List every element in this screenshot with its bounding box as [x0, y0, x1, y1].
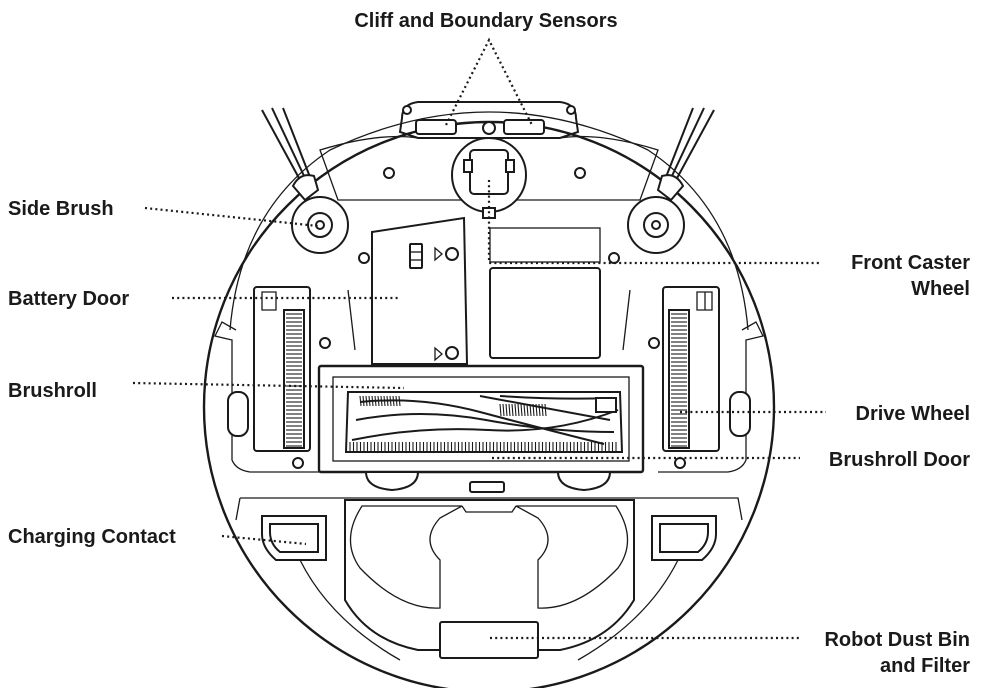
caster-axle-right [505, 159, 515, 173]
screw-hole-low-left [319, 337, 331, 349]
battery-arrow-top [434, 246, 443, 262]
side-brush-right [627, 107, 715, 254]
screw-hole-left [383, 167, 395, 179]
drive-wheel-right [662, 286, 720, 452]
dust-bin-body [344, 499, 635, 651]
leader-lines [132, 37, 826, 640]
cliff-sensor-right [503, 119, 545, 135]
door-latch-left [364, 471, 420, 492]
label-battery-door: Battery Door [8, 288, 129, 310]
robot-inner-rim [229, 111, 749, 331]
right-side-contour [658, 321, 764, 473]
label-front-caster-line2: Wheel [911, 278, 970, 300]
center-sensor-hole [482, 121, 496, 135]
brushroll [344, 391, 624, 453]
screw-hole-top-left [402, 105, 412, 115]
leader-brushroll [132, 381, 405, 390]
center-panel-upper [489, 227, 601, 263]
label-cliff-sensors: Cliff and Boundary Sensors [354, 10, 617, 32]
dust-bin-lower-shell [240, 497, 743, 521]
leader-charging-contact [221, 534, 307, 546]
dust-bin [235, 497, 743, 661]
battery-door [371, 216, 469, 365]
screw-hole-top-right [566, 105, 576, 115]
screw-hole-wheel-right [674, 457, 686, 469]
door-latch-right [556, 471, 612, 492]
label-dust-bin-line2: and Filter [880, 655, 970, 677]
screw-hole-wheel-left [292, 457, 304, 469]
robot-body [202, 101, 776, 688]
left-guide-rail [347, 289, 356, 351]
caster-axle-left [463, 159, 473, 173]
label-brushroll: Brushroll [8, 380, 97, 402]
screw-hole-right [574, 167, 586, 179]
cliff-sensor-left [415, 119, 457, 135]
side-brush-right-arm [656, 174, 685, 202]
left-side-slot [227, 391, 249, 437]
leader-cliff-sensors [445, 37, 533, 126]
right-side-slot [729, 391, 751, 437]
screw-hole-mid-right [608, 252, 620, 264]
label-front-caster-line1: Front Caster [851, 252, 970, 274]
caster-wheel-body [469, 149, 509, 195]
label-dust-bin-line1: Robot Dust Bin [824, 629, 970, 651]
drive-wheel-left [253, 286, 311, 452]
front-plate-inner [319, 135, 659, 201]
left-side-contour [214, 321, 320, 473]
right-guide-rail [622, 289, 631, 351]
side-brush-left-arm [291, 174, 320, 202]
battery-door-panel [371, 216, 469, 365]
callout-labels: Cliff and Boundary Sensors Side Brush Fr… [8, 10, 970, 677]
screw-hole-mid-left [358, 252, 370, 264]
label-drive-wheel: Drive Wheel [856, 403, 970, 425]
charging-contact-left [261, 515, 327, 561]
screw-hole-low-right [648, 337, 660, 349]
label-side-brush: Side Brush [8, 198, 114, 220]
charging-contact-right [651, 515, 717, 561]
leader-front-caster [487, 180, 820, 265]
dust-bin-filter-tab [439, 621, 539, 659]
label-charging-contact: Charging Contact [8, 526, 176, 548]
label-brushroll-door: Brushroll Door [829, 449, 970, 471]
center-panel [489, 267, 601, 359]
side-brush-left [261, 107, 349, 254]
battery-arrow-bottom [434, 346, 443, 362]
